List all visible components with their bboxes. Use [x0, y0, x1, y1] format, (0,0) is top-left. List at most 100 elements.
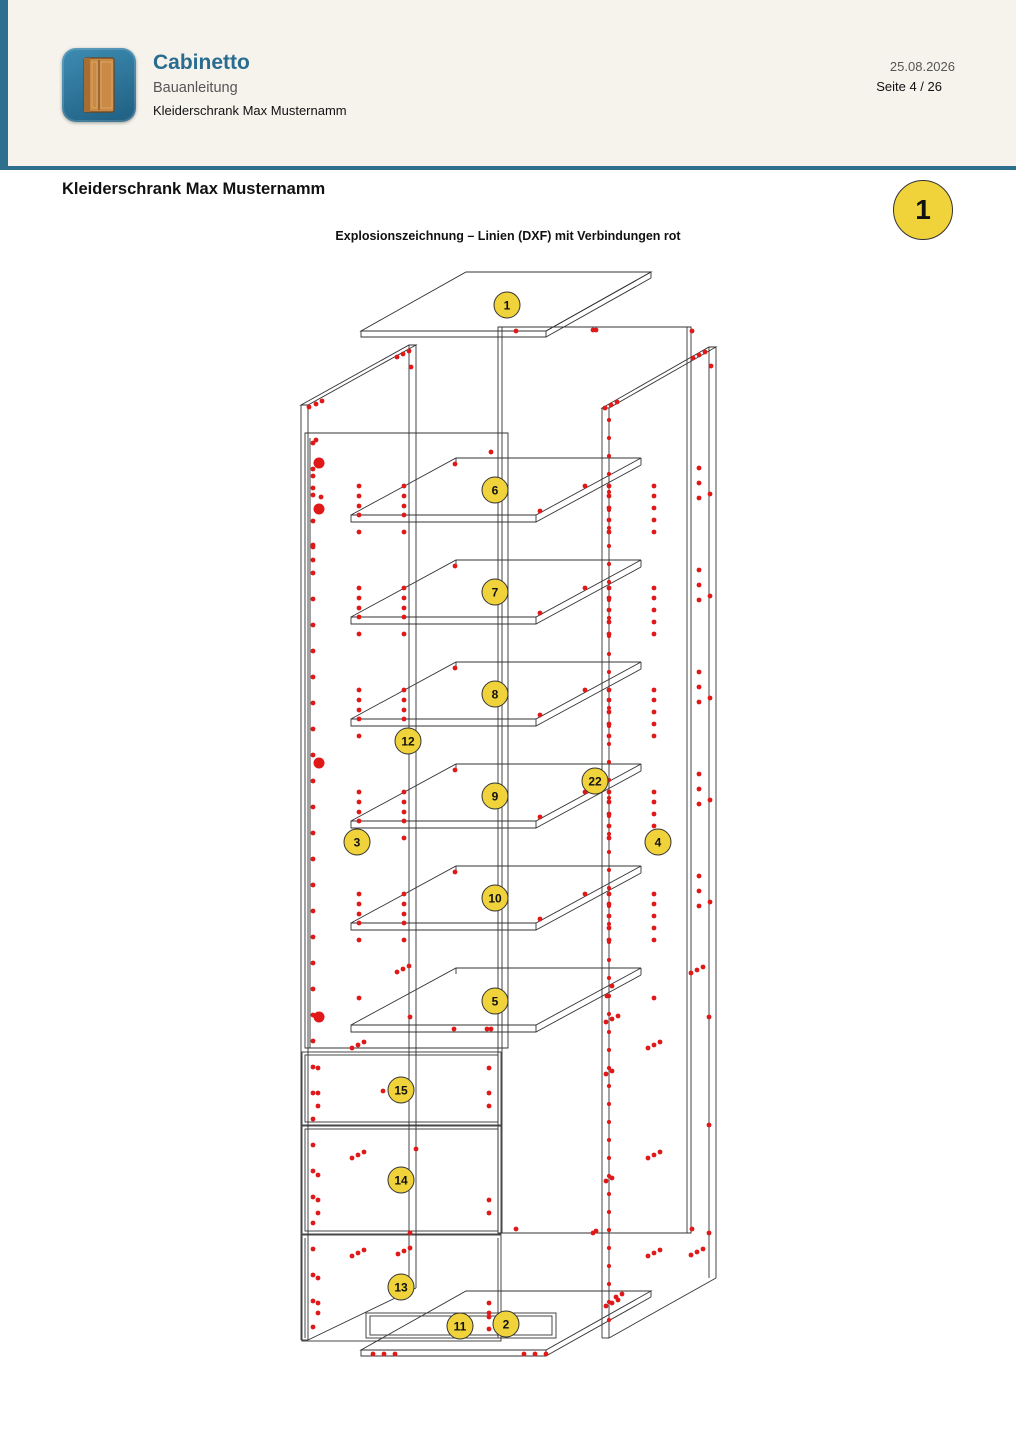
connection-dot	[609, 1175, 615, 1181]
connection-dot	[356, 595, 362, 601]
connection-dot	[690, 355, 696, 361]
figure-caption: Explosionszeichnung – Linien (DXF) mit V…	[335, 229, 681, 243]
connection-dot	[310, 542, 316, 548]
connection-dot	[356, 799, 362, 805]
connection-dot	[513, 328, 519, 334]
connection-dot	[606, 1281, 612, 1287]
connection-dot	[543, 1351, 549, 1357]
connection-dot	[349, 1253, 355, 1259]
connection-dot	[651, 619, 657, 625]
connection-dot	[356, 512, 362, 518]
connection-dot	[707, 797, 713, 803]
connection-dot	[651, 483, 657, 489]
connection-dot	[651, 721, 657, 727]
connection-dot	[606, 939, 612, 945]
part-label: 1	[493, 291, 521, 319]
connection-dot	[407, 1014, 413, 1020]
part-label-number: 15	[394, 1084, 408, 1098]
connection-dot	[452, 461, 458, 467]
connection-dot	[651, 607, 657, 613]
connection-dot	[602, 405, 608, 411]
connection-dot	[356, 529, 362, 535]
connection-dot	[310, 1142, 316, 1148]
connection-dot	[310, 726, 316, 732]
connection-dot	[401, 493, 407, 499]
connection-dot	[645, 1253, 651, 1259]
connection-dot	[606, 525, 612, 531]
connection-dot	[696, 567, 702, 573]
connection-dot	[310, 570, 316, 576]
connection-dot	[401, 503, 407, 509]
connection-dot	[488, 449, 494, 455]
connection-dot	[310, 830, 316, 836]
connection-dot	[310, 1194, 316, 1200]
connection-dot	[537, 916, 543, 922]
connection-dot	[401, 1248, 407, 1254]
connection-dot	[306, 404, 312, 410]
connection-dot	[606, 1227, 612, 1233]
connection-dot	[593, 327, 599, 333]
connection-dot	[706, 1230, 712, 1236]
connection-dot	[696, 684, 702, 690]
connection-dot	[606, 925, 612, 931]
connection-dot	[313, 457, 325, 469]
part-label-number: 1	[504, 299, 511, 313]
connection-dot	[707, 899, 713, 905]
connection-dot	[608, 402, 614, 408]
connection-dot	[606, 669, 612, 675]
connection-dot	[707, 491, 713, 497]
part-label: 3	[343, 828, 371, 856]
connection-dot	[606, 1047, 612, 1053]
connection-dot	[313, 1011, 325, 1023]
connection-dot	[645, 1045, 651, 1051]
connection-dot	[606, 885, 612, 891]
page-header	[0, 0, 1016, 170]
connection-dot	[707, 593, 713, 599]
connection-dot	[707, 695, 713, 701]
connection-dot	[361, 1149, 367, 1155]
connection-dot	[356, 483, 362, 489]
connection-dot	[356, 716, 362, 722]
connection-dot	[696, 669, 702, 675]
document-name: Kleiderschrank Max Musternamm	[153, 103, 347, 118]
connection-dot	[486, 1210, 492, 1216]
connection-dot	[609, 1016, 615, 1022]
part-label: 6	[481, 476, 509, 504]
connection-dot	[356, 937, 362, 943]
connection-dot	[606, 651, 612, 657]
connection-dot	[582, 687, 588, 693]
connection-dot	[310, 1298, 316, 1304]
connection-dot	[651, 937, 657, 943]
connection-dot	[606, 585, 612, 591]
connection-dot	[381, 1351, 387, 1357]
connection-dot	[603, 1303, 609, 1309]
connection-dot	[356, 585, 362, 591]
connection-dot	[451, 1026, 457, 1032]
connection-dot	[315, 1090, 321, 1096]
connection-dot	[606, 741, 612, 747]
part-label-number: 14	[394, 1174, 408, 1188]
connection-dot	[452, 767, 458, 773]
connection-dot	[651, 799, 657, 805]
connection-dot	[606, 687, 612, 693]
connection-dot	[486, 1197, 492, 1203]
connection-dot	[532, 1351, 538, 1357]
connection-dot	[606, 903, 612, 909]
connection-dot	[407, 1245, 413, 1251]
connection-dot	[356, 605, 362, 611]
connection-dot	[606, 417, 612, 423]
connection-dot	[315, 1210, 321, 1216]
connection-dot	[606, 1011, 612, 1017]
connection-dot	[606, 561, 612, 567]
connection-dot	[606, 1245, 612, 1251]
connection-dot	[603, 1019, 609, 1025]
connection-dot	[700, 964, 706, 970]
connection-dot	[606, 507, 612, 513]
connection-dot	[700, 1246, 706, 1252]
connection-dot	[606, 723, 612, 729]
connection-dot	[407, 1230, 413, 1236]
connection-dot	[606, 813, 612, 819]
connection-dot	[401, 707, 407, 713]
connection-dot	[310, 856, 316, 862]
connection-dot	[392, 1351, 398, 1357]
